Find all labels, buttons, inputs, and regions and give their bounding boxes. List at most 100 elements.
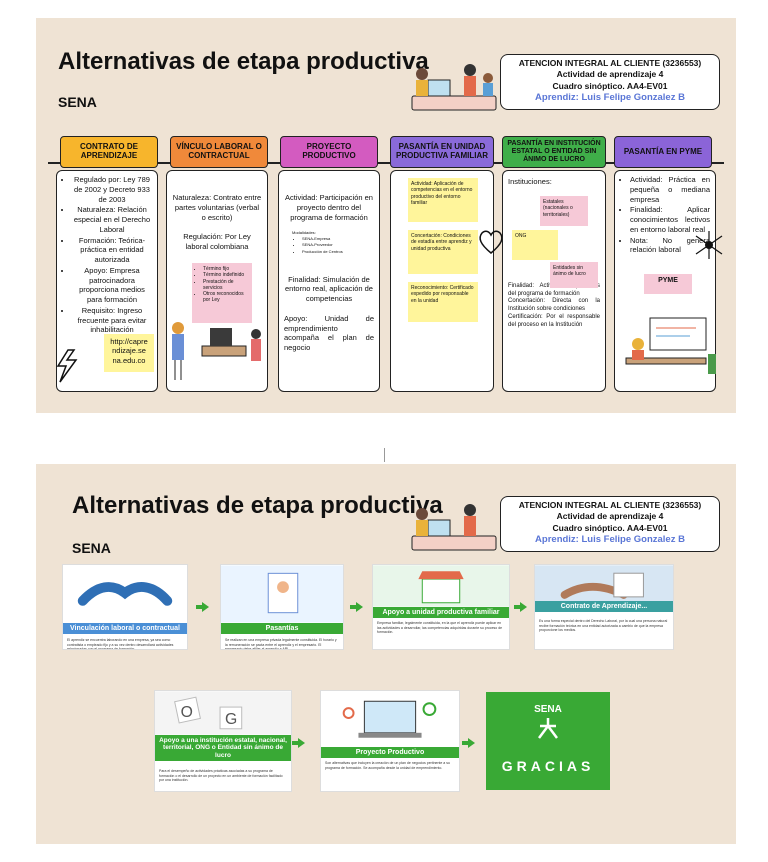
list-item: SENA-Proveedor	[302, 242, 374, 248]
svg-text:O: O	[181, 704, 193, 721]
course-name: ATENCION INTEGRAL AL CLIENTE (3236553)	[518, 58, 702, 68]
header-vinculo-laboral: VÍNCULO LABORAL O CONTRACTUAL	[170, 136, 268, 168]
list-item: Otros reconocidos por Ley	[203, 291, 249, 304]
card-pasantias: Pasantías Se realizan en una empresa pri…	[220, 564, 344, 650]
slide1-title: Alternativas de etapa productiva	[58, 48, 429, 75]
column-proyecto-productivo: Actividad: Participación en proyecto den…	[278, 170, 380, 392]
arrow-right-icon	[292, 738, 305, 748]
document-person-icon	[221, 565, 343, 623]
card-title: Apoyo a una institución estatal, naciona…	[155, 735, 291, 762]
people-working-illustration	[411, 504, 497, 551]
lightning-icon	[56, 349, 78, 383]
card-text: Para el desempeño de actividades práctic…	[159, 769, 283, 783]
arrow-right-icon	[196, 602, 209, 612]
card-text: Son alternativas que incluyen la creació…	[325, 761, 450, 770]
card-text: Es una forma especial dentro del Derecho…	[539, 619, 668, 633]
ong-blocks-icon: O G	[155, 691, 291, 735]
card-title: Proyecto Productivo	[321, 747, 459, 758]
heart-icon	[479, 230, 503, 254]
estatales-note: Estatales (nacionales o territoriales)	[540, 196, 588, 226]
proyecto-apoyo: Apoyo: Unidad de emprendimiento acompaña…	[284, 313, 374, 353]
instituciones-label: Instituciones:	[508, 177, 552, 186]
vinculo-regulacion: Regulación: Por Ley laboral colombiana	[183, 232, 251, 251]
slide2-sena-label: SENA	[72, 540, 111, 556]
slide-synoptic-chart: Alternativas de etapa productiva SENA AT…	[36, 18, 736, 413]
sena-url-note: http://capre ndizaje.se na.edu.co	[104, 334, 154, 372]
arrow-right-icon	[350, 602, 363, 612]
list-item: Regulado por: Ley 789 de 2002 y Decreto …	[72, 175, 152, 204]
list-item: Requisito: Ingreso frecuente para evitar…	[72, 306, 152, 335]
arrow-right-icon	[514, 602, 527, 612]
list-item: Actividad: Práctica en pequeña o mediana…	[630, 175, 710, 204]
familiar-actividad-note: Actividad: Aplicación de competencias en…	[408, 178, 478, 222]
list-item: SENA-Empresa	[302, 236, 374, 242]
apprentice-name: Aprendiz: Luis Felipe Gonzalez B	[535, 534, 685, 546]
institucion-concertacion: Concertación: Directa con la Institución…	[508, 298, 600, 313]
header-pasantia-pyme: PASANTÍA EN PYME	[614, 136, 712, 168]
familiar-concertacion-note: Concertación: Condiciones de estadía ent…	[408, 230, 478, 274]
card-vinculacion: Vinculación laboral o contractual El apr…	[62, 564, 188, 650]
evidence-name: Cuadro sinóptico. AA4-EV01	[552, 522, 668, 533]
svg-text:G: G	[225, 711, 237, 728]
proyecto-actividad: Actividad: Participación en proyecto den…	[285, 193, 373, 222]
proyecto-modalidades: Modalidades: SENA-Empresa SENA-Proveedor…	[292, 230, 374, 254]
list-item: Finalidad: Aplicar conocimientos lectivo…	[630, 205, 710, 234]
gracias-text: GRACIAS	[501, 758, 595, 774]
card-title: Contrato de Aprendizaje...	[535, 601, 673, 612]
spider-icon	[695, 231, 723, 259]
slide1-sena-label: SENA	[58, 94, 97, 110]
sena-logo-text: SENA	[534, 704, 562, 715]
sena-logo-icon	[538, 718, 558, 739]
card-unidad-familiar: Apoyo a unidad productiva familiar Empre…	[372, 564, 510, 650]
institucion-certificacion: Certificación: Por el responsable del pr…	[508, 313, 600, 328]
sin-animo-lucro-note: Entidades sin ánimo de lucro	[550, 262, 598, 288]
handshake-icon	[63, 565, 187, 623]
people-working-illustration	[411, 64, 497, 111]
evidence-name: Cuadro sinóptico. AA4-EV01	[552, 80, 668, 91]
list-item: Naturaleza: Relación especial en el Dere…	[72, 205, 152, 234]
slide2-title: Alternativas de etapa productiva	[72, 492, 443, 519]
list-item: Formación: Teórica-práctica en entidad a…	[72, 236, 152, 265]
card-institucion-estatal: O G Apoyo a una institución estatal, nac…	[154, 690, 292, 792]
apprentice-name: Aprendiz: Luis Felipe Gonzalez B	[535, 92, 685, 104]
card-text: Empresa familiar, legalmente constituida…	[377, 621, 503, 635]
header-proyecto-productivo: PROYECTO PRODUCTIVO	[280, 136, 378, 168]
list-item: Término fijo	[203, 266, 249, 272]
modalidades-title: Modalidades:	[292, 230, 316, 236]
list-item: Término indefinido	[203, 272, 249, 278]
slide-divider	[384, 448, 385, 462]
slide-image-cards: Alternativas de etapa productiva SENA AT…	[36, 464, 736, 844]
proyecto-finalidad: Finalidad: Simulación de entorno real, a…	[285, 274, 373, 304]
header-contrato-aprendizaje: CONTRATO DE APRENDIZAJE	[60, 136, 158, 168]
course-info-box: ATENCION INTEGRAL AL CLIENTE (3236553) A…	[500, 54, 720, 110]
activity-name: Actividad de aprendizaje 4	[556, 511, 664, 522]
store-icon	[373, 565, 509, 607]
header-pasantia-institucion: PASANTÍA EN INSTITUCIÓN ESTATAL O ENTIDA…	[502, 136, 606, 168]
pyme-tag: PYME	[644, 274, 692, 294]
list-item: Producción de Centros	[302, 249, 374, 255]
list-item: Apoyo: Empresa patrocinadora proporciona…	[72, 266, 152, 305]
card-title: Pasantías	[221, 623, 343, 634]
arrow-right-icon	[462, 738, 475, 748]
course-name: ATENCION INTEGRAL AL CLIENTE (3236553)	[518, 500, 702, 510]
familiar-reconocimiento-note: Reconocimiento: Certificado expedido por…	[408, 282, 478, 322]
card-contrato-aprendizaje: Contrato de Aprendizaje... Es una forma …	[534, 564, 674, 650]
card-proyecto-productivo: Proyecto Productivo Son alternativas que…	[320, 690, 460, 792]
ong-note: ONG	[512, 230, 558, 260]
card-text: El aprendiz se encuentra laborando en un…	[67, 638, 174, 650]
card-title: Vinculación laboral o contractual	[63, 623, 187, 634]
list-item: Prestación de servicios	[203, 279, 249, 292]
card-title: Apoyo a unidad productiva familiar	[373, 607, 509, 618]
vinculo-naturaleza: Naturaleza: Contrato entre partes volunt…	[172, 193, 262, 222]
vinculo-types-note: Término fijo Término indefinido Prestaci…	[192, 263, 252, 323]
workspace-illustration	[625, 317, 716, 374]
office-people-illustration	[172, 322, 261, 380]
timeline-connector	[48, 162, 724, 164]
card-text: Se realizan en una empresa privada legal…	[225, 638, 337, 650]
gracias-card: SENA GRACIAS	[486, 692, 610, 790]
list-item: Nota: No genera relación laboral	[630, 236, 710, 256]
header-pasantia-familiar: PASANTÍA EN UNIDAD PRODUCTIVA FAMILIAR	[390, 136, 494, 168]
course-info-box: ATENCION INTEGRAL AL CLIENTE (3236553) A…	[500, 496, 720, 552]
laptop-project-icon	[321, 691, 459, 747]
activity-name: Actividad de aprendizaje 4	[556, 69, 664, 80]
